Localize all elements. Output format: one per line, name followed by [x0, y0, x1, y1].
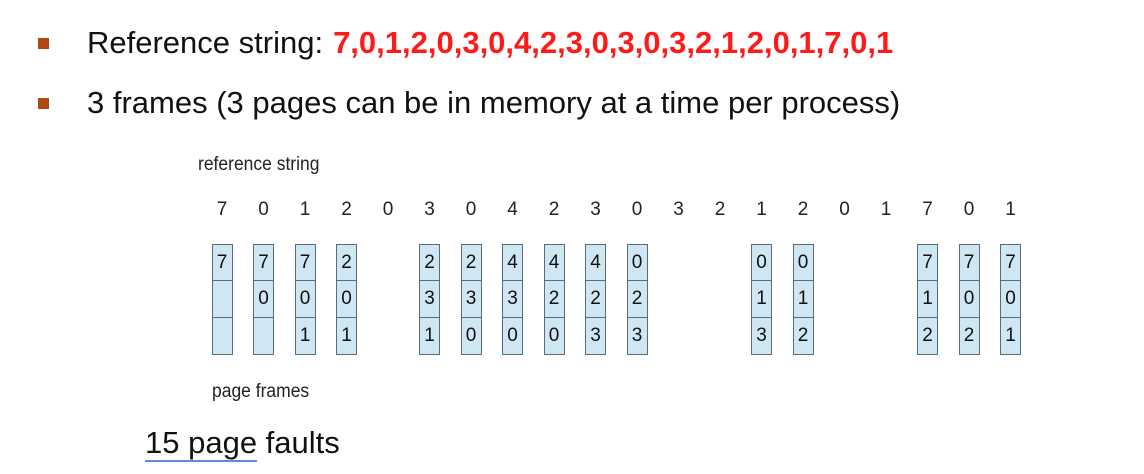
reference-digit: 2	[548, 199, 560, 220]
frame-column: 7	[211, 244, 233, 355]
frame-cell: 7	[959, 245, 979, 282]
reference-digit: 2	[341, 199, 352, 220]
reference-string-value: 7,0,1,2,0,3,0,4,2,3,0,3,0,3,2,1,2,0,1,7,…	[333, 25, 894, 60]
frame-cell: 1	[424, 324, 435, 346]
frame-cell: 0	[254, 281, 273, 318]
frame-cell: 0	[337, 281, 356, 318]
reference-digit: 7	[216, 199, 228, 220]
frame-cell: 2	[797, 324, 809, 346]
frame-cell: 1	[299, 324, 311, 346]
frame-cell: 0	[465, 324, 477, 346]
page-faults-summary: 15 page faults	[145, 424, 340, 462]
frame-cell: 0	[507, 324, 518, 346]
reference-digit: 0	[465, 199, 477, 220]
frame-cell: 7	[918, 245, 937, 282]
square-bullet-icon	[38, 97, 49, 109]
frame-cell: 4	[503, 245, 522, 282]
frame-cell: 7	[295, 245, 315, 282]
frame-cell	[212, 281, 232, 318]
reference-digit: 1	[299, 199, 311, 220]
frame-cell: 2	[586, 281, 605, 318]
frame-cell: 3	[503, 281, 522, 318]
frame-cell: 1	[793, 281, 813, 318]
frame-cell	[213, 318, 232, 354]
reference-digit: 2	[797, 199, 809, 220]
frame-cell: 2	[420, 245, 439, 282]
reference-digit: 3	[590, 199, 601, 220]
reference-digit: 0	[963, 199, 975, 220]
frame-cell: 0	[295, 281, 315, 318]
frame-cell: 0	[752, 245, 771, 282]
reference-digit: 0	[382, 199, 394, 220]
frame-cell: 2	[627, 281, 647, 318]
frame-cell: 2	[922, 324, 933, 346]
reference-digit: 0	[631, 199, 643, 220]
reference-digit: 0	[258, 199, 269, 220]
frame-cell: 3	[756, 324, 767, 346]
frames-description: 3 frames (3 pages can be in memory at a …	[87, 85, 901, 120]
frame-cell: 3	[631, 324, 643, 346]
frame-cell: 7	[1001, 245, 1020, 282]
reference-digit: 3	[673, 199, 684, 220]
reference-digit: 7	[922, 199, 933, 220]
frame-cell: 3	[590, 324, 601, 346]
frame-cell: 1	[341, 324, 352, 346]
reference-string-caption: reference string	[198, 154, 320, 175]
frame-cell: 0	[793, 245, 813, 282]
reference-digit: 4	[507, 199, 518, 220]
frame-cell: 2	[461, 245, 481, 282]
reference-digit: 0	[839, 199, 850, 220]
frame-cell: 2	[337, 245, 356, 282]
frame-cell: 4	[544, 245, 564, 282]
reference-digit: 1	[1005, 199, 1016, 220]
frame-cell: 0	[959, 281, 979, 318]
reference-string-row: 7 0 1 2 0 3 0 4 2 3 0 3 2 1 2 0 1 7 0 1	[0, 199, 1144, 223]
reference-digit: 1	[880, 199, 892, 220]
frame-cell: 0	[548, 324, 560, 346]
page-frames-caption: page frames	[212, 381, 310, 402]
reference-digit: 1	[756, 199, 767, 220]
frame-cell: 4	[586, 245, 605, 282]
frame-cell: 2	[544, 281, 564, 318]
reference-digit: 3	[424, 199, 435, 220]
frame-cell: 1	[752, 281, 771, 318]
frame-cell: 3	[461, 281, 481, 318]
page-faults-text: faults	[257, 425, 340, 460]
page-faults-count: 15 page	[145, 425, 258, 462]
reference-digit: 2	[714, 199, 726, 220]
frame-cell: 0	[627, 245, 647, 282]
frame-cell: 7	[254, 245, 273, 282]
frame-cell	[254, 318, 273, 354]
frame-cell: 1	[918, 281, 937, 318]
bullet-reference-string: Reference string: 7,0,1,2,0,3,0,4,2,3,0,…	[38, 25, 893, 61]
square-bullet-icon	[38, 37, 49, 49]
bullet-frames: 3 frames (3 pages can be in memory at a …	[38, 85, 900, 121]
frame-cell: 7	[212, 245, 232, 282]
reference-string-label: Reference string:	[87, 25, 324, 60]
frame-cell: 1	[1005, 324, 1016, 346]
frame-cell: 2	[963, 324, 975, 346]
frame-cell: 0	[1001, 281, 1020, 318]
frame-cell: 3	[420, 281, 439, 318]
